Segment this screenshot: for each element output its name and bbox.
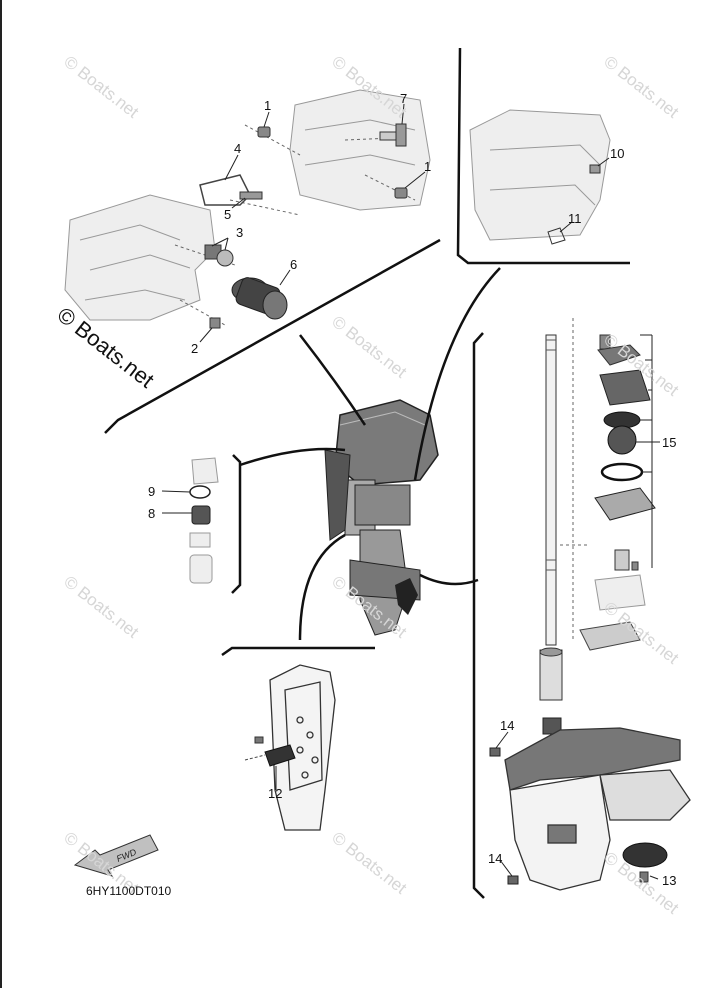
drive-shaft-bushing bbox=[539, 647, 563, 701]
part-11-gasket bbox=[547, 221, 573, 245]
part-1-plug-right bbox=[394, 171, 426, 199]
callout-label: 4 bbox=[234, 141, 242, 156]
part-8-water-seal bbox=[162, 505, 211, 525]
callout-label: 2 bbox=[191, 341, 199, 356]
part-6-oil-filter bbox=[231, 269, 291, 320]
part-14-plug-upper bbox=[489, 731, 509, 757]
part-12-anode bbox=[244, 736, 296, 790]
callout-label: 15 bbox=[662, 435, 677, 450]
callout-label: 7 bbox=[400, 91, 408, 106]
lower-gearcase-illustration bbox=[504, 727, 691, 891]
callout-label: 8 bbox=[148, 506, 156, 521]
drive-shaft bbox=[545, 334, 557, 646]
callout-label: 6 bbox=[290, 257, 298, 272]
drawing-code: 6HY1100DT010 bbox=[86, 884, 172, 898]
callout-label: 13 bbox=[662, 873, 677, 888]
left-panel-housing-illustration bbox=[189, 457, 219, 584]
callout-label: 10 bbox=[610, 146, 625, 161]
panel-frame-bottom-left bbox=[221, 646, 375, 657]
panel-frame-top-left bbox=[104, 238, 441, 434]
callout-label: 14 bbox=[488, 851, 503, 866]
bracket-illustration bbox=[269, 664, 336, 831]
callout-label: 3 bbox=[236, 225, 244, 240]
pump-housing-illustration bbox=[579, 574, 646, 651]
connector-lines bbox=[239, 267, 501, 641]
outboard-motor-illustration bbox=[324, 399, 439, 636]
callout-label: 14 bbox=[500, 718, 515, 733]
part-9-o-ring bbox=[161, 485, 211, 499]
callout-label: 9 bbox=[148, 484, 156, 499]
engine-block-right-illustration bbox=[469, 109, 611, 241]
part-13-trim-tab-anode bbox=[622, 842, 668, 883]
part-10-plug bbox=[589, 157, 610, 174]
part-1-plug-top bbox=[257, 111, 271, 138]
callout-label: 1 bbox=[264, 98, 272, 113]
callout-label: 5 bbox=[224, 207, 232, 222]
part-5-bolt bbox=[231, 191, 263, 209]
leader-lines-right bbox=[560, 318, 590, 640]
part-14-plug-lower bbox=[499, 859, 519, 885]
part-7-spark-plug bbox=[379, 103, 407, 147]
fwd-arrow-icon: FWD bbox=[73, 834, 159, 877]
callout-label: 11 bbox=[568, 211, 582, 226]
part-15-water-pump-kit bbox=[594, 334, 660, 571]
engine-block-left-illustration bbox=[64, 194, 216, 321]
callout-label: 12 bbox=[268, 786, 283, 801]
part-2-drain-plug bbox=[199, 317, 221, 343]
part-3-thermostat bbox=[204, 237, 234, 267]
callout-label: 1 bbox=[424, 159, 432, 174]
part-4-gasket bbox=[199, 154, 251, 206]
panel-frame-right bbox=[472, 332, 485, 899]
panel-frame-top-right bbox=[456, 47, 630, 265]
panel-frame-left bbox=[231, 454, 242, 594]
